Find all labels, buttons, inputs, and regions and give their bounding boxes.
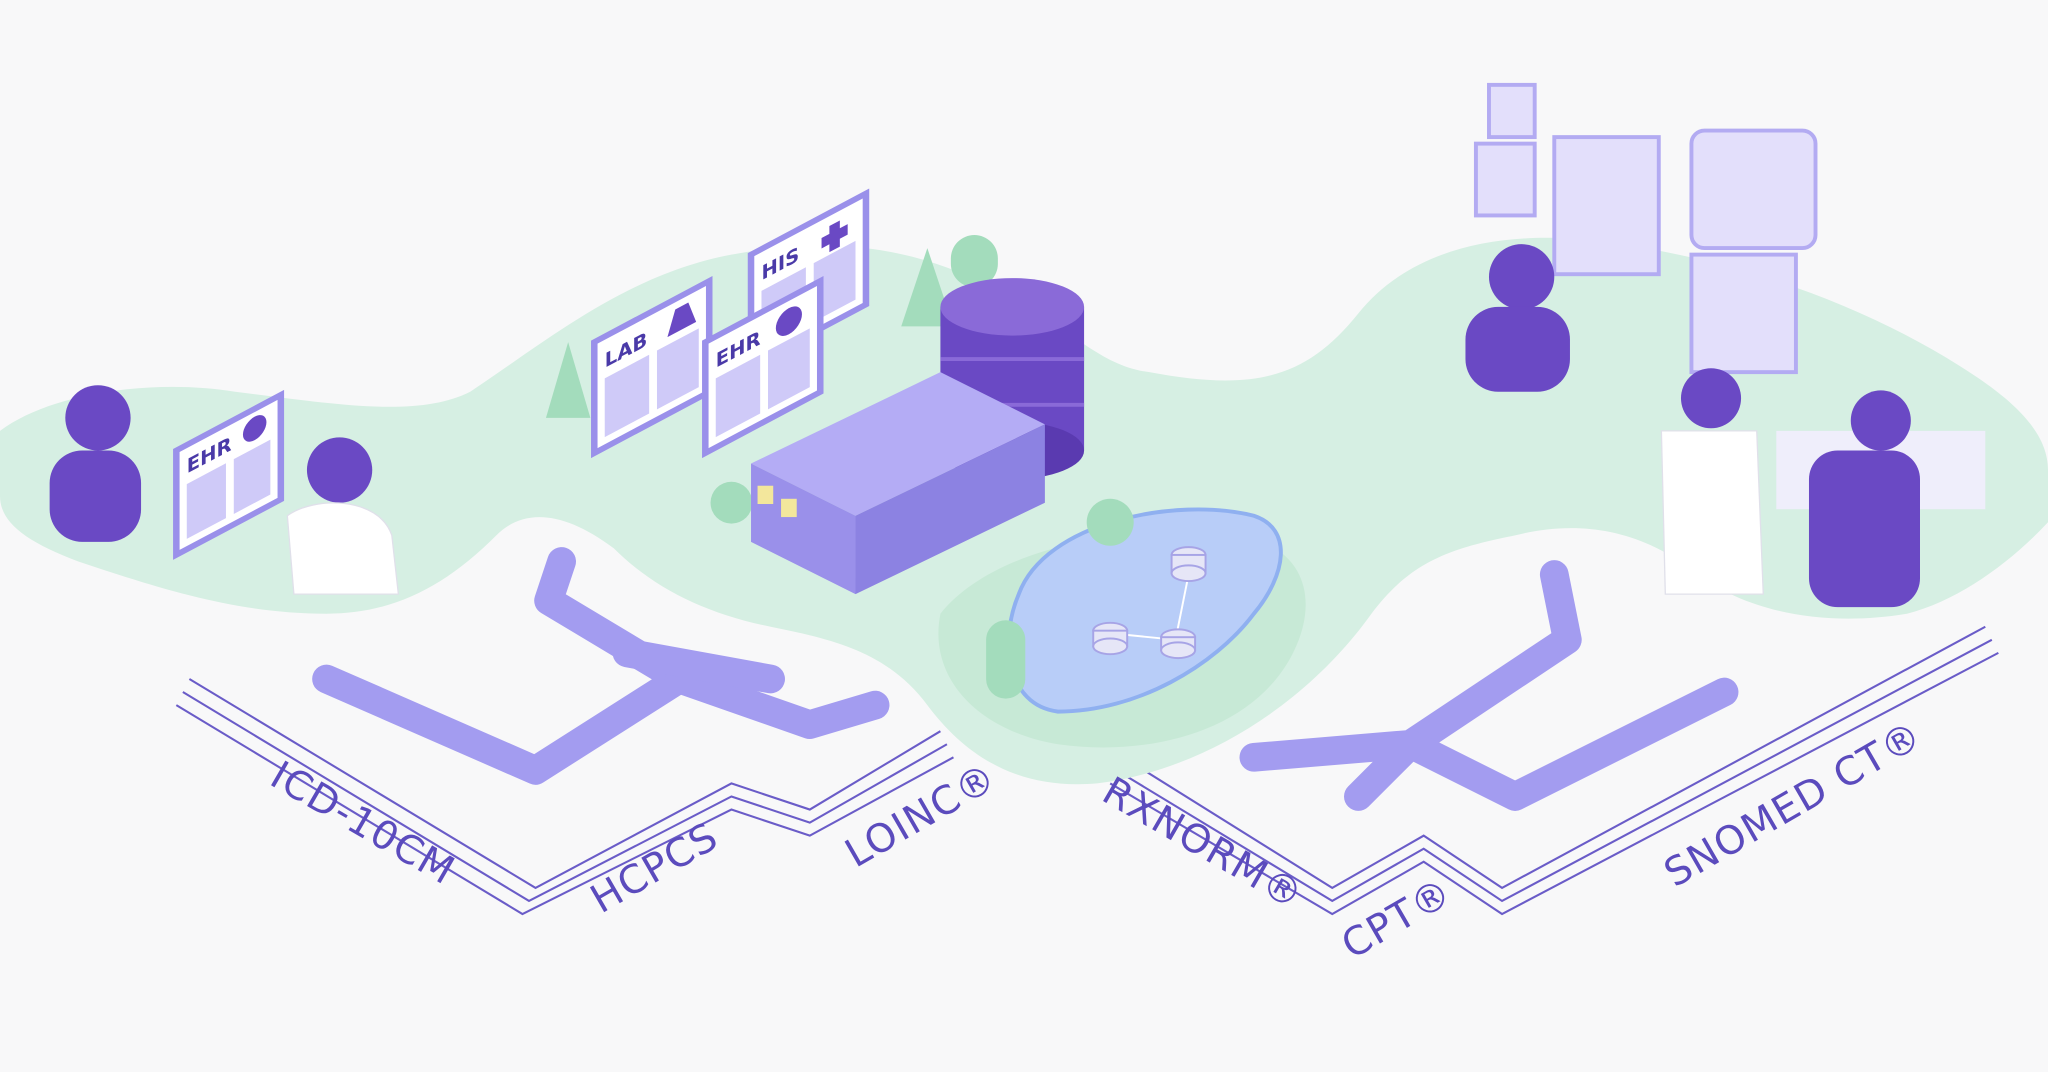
label-rxnorm: RXNORM® bbox=[1095, 769, 1311, 920]
monitor-ehr-center: EHR bbox=[702, 276, 824, 459]
patient-right bbox=[1776, 390, 1986, 608]
data-center-building bbox=[751, 372, 1045, 595]
patient-left bbox=[49, 385, 142, 542]
monitor-ehr-left: EHR bbox=[173, 389, 285, 560]
label-cpt: CPT® bbox=[1334, 870, 1460, 969]
data-pipes bbox=[312, 547, 1739, 811]
monitor-lab: LAB bbox=[591, 276, 713, 459]
doctor-right bbox=[1660, 368, 1764, 595]
pond bbox=[1006, 507, 1283, 714]
label-hcpcs: HCPCS bbox=[583, 814, 726, 923]
analytics-panels bbox=[1473, 82, 1818, 375]
pond-databases bbox=[1092, 546, 1207, 660]
analyst-right bbox=[1465, 244, 1570, 392]
doctor-left bbox=[286, 437, 400, 595]
label-snomed-ct: SNOMED CT® bbox=[1657, 713, 1930, 897]
label-loinc: LOINC® bbox=[838, 755, 1005, 877]
label-icd-10cm: ICD-10CM bbox=[263, 753, 463, 894]
circuit-lines bbox=[175, 625, 1999, 916]
